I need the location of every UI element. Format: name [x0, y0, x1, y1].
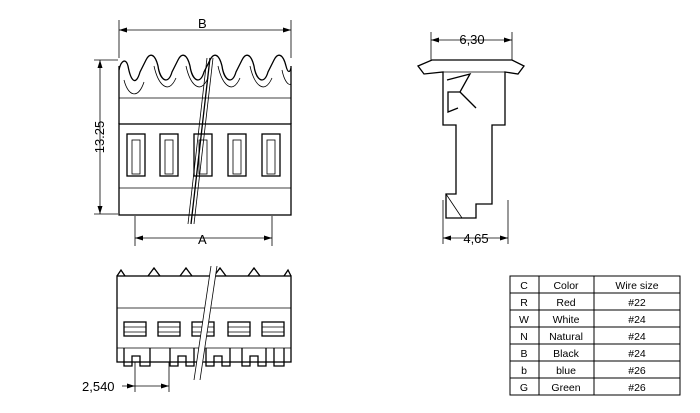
- table-cell: Natural: [549, 331, 583, 343]
- table-cell: B: [520, 348, 527, 360]
- bottom-view: 2,540: [82, 265, 292, 394]
- table-cell: #24: [628, 314, 646, 326]
- side-bottom-dimension-value: 4,65: [463, 231, 488, 246]
- front-view: B 13.25: [92, 16, 292, 247]
- table-cell: White: [553, 314, 580, 326]
- bottom-dimension-label: A: [198, 232, 207, 247]
- table-cell: #26: [628, 382, 646, 394]
- table-cell: G: [520, 382, 528, 394]
- table-header-color: Color: [553, 280, 579, 292]
- pitch-dimension-value: 2,540: [82, 379, 115, 394]
- table-cell: R: [520, 297, 528, 309]
- table-cell: b: [521, 365, 527, 377]
- table-cell: #24: [628, 348, 646, 360]
- table-cell: blue: [556, 365, 576, 377]
- table-cell: Black: [553, 348, 579, 360]
- table-cell: Green: [551, 382, 580, 394]
- table-cell: #26: [628, 365, 646, 377]
- table-header-code: C: [520, 280, 528, 292]
- height-dimension-value: 13.25: [92, 121, 107, 154]
- table-cell: Red: [556, 297, 575, 309]
- wire-table: C Color Wire size R Red #22 W White #24 …: [509, 275, 681, 396]
- table-header-wire-size: Wire size: [615, 280, 658, 292]
- side-view: 6,30 4,65: [416, 32, 525, 246]
- width-dimension-label: B: [198, 16, 207, 31]
- table-cell: #24: [628, 331, 646, 343]
- manufacturer-logo-mark: [446, 72, 477, 113]
- table-cell: W: [519, 314, 529, 326]
- table-cell: #22: [628, 297, 646, 309]
- table-cell: N: [520, 331, 528, 343]
- side-top-dimension-value: 6,30: [459, 32, 484, 47]
- contact-windows: [126, 133, 281, 177]
